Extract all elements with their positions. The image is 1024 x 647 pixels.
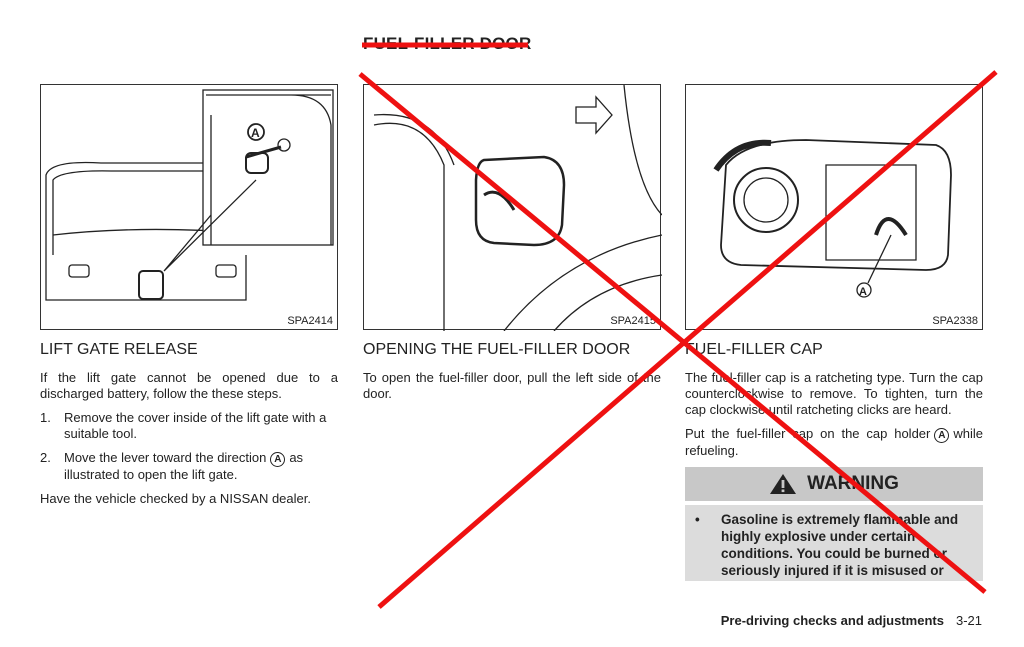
marker-a-icon: A [270,452,286,467]
lift-gate-intro: If the lift gate cannot be opened due to… [40,370,338,401]
lift-gate-illustration: A [45,89,334,301]
figure-code: SPA2415 [610,315,656,327]
page-footer: Pre-driving checks and adjustments 3-21 [721,613,982,628]
fuel-cap-illustration: A [713,139,952,298]
figure-lift-gate: A SPA2414 [40,84,338,330]
page-number: 3-21 [955,613,982,628]
fuel-door-section: OPENING THE FUEL-FILLER DOOR To open the… [363,340,661,410]
bullet-icon: • [695,512,700,527]
figure-fuel-cap: A SPA2338 [685,84,983,330]
figure-code: SPA2414 [287,315,333,327]
fuel-door-illustration [373,85,662,331]
warning-triangle-icon [770,474,797,494]
fuel-cap-p1: The fuel-filler cap is a ratcheting type… [685,370,983,417]
step-item: 1.Remove the cover inside of the lift ga… [40,410,327,441]
lift-gate-steps: 1.Remove the cover inside of the lift ga… [40,410,338,483]
figure-code: SPA2338 [932,315,978,327]
lift-gate-heading: LIFT GATE RELEASE [40,341,198,358]
warning-header: WARNING [685,467,983,501]
footer-section: Pre-driving checks and adjustments [720,613,944,628]
fuel-door-text: To open the fuel-filler door, pull the l… [363,370,661,401]
fuel-cap-section: FUEL-FILLER CAP The fuel-filler cap is a… [685,340,983,581]
section-title: FUEL-FILLER DOOR [363,34,532,53]
fuel-cap-heading: FUEL-FILLER CAP [685,341,823,358]
fuel-door-heading: OPENING THE FUEL-FILLER DOOR [363,341,631,358]
svg-text:A: A [859,286,867,298]
figure-fuel-door: SPA2415 [363,84,662,331]
lift-gate-closing: Have the vehicle checked by a NISSAN dea… [40,491,311,506]
marker-a-icon: A [934,428,950,443]
lift-gate-section: LIFT GATE RELEASE If the lift gate canno… [40,340,338,515]
warning-body: • Gasoline is extremely flammable and hi… [685,505,983,581]
fuel-cap-p2: Put the fuel-filler cap on the cap holde… [685,426,983,458]
svg-text:A: A [251,126,260,140]
warning-text: Gasoline is extremely flammable and high… [721,512,959,578]
